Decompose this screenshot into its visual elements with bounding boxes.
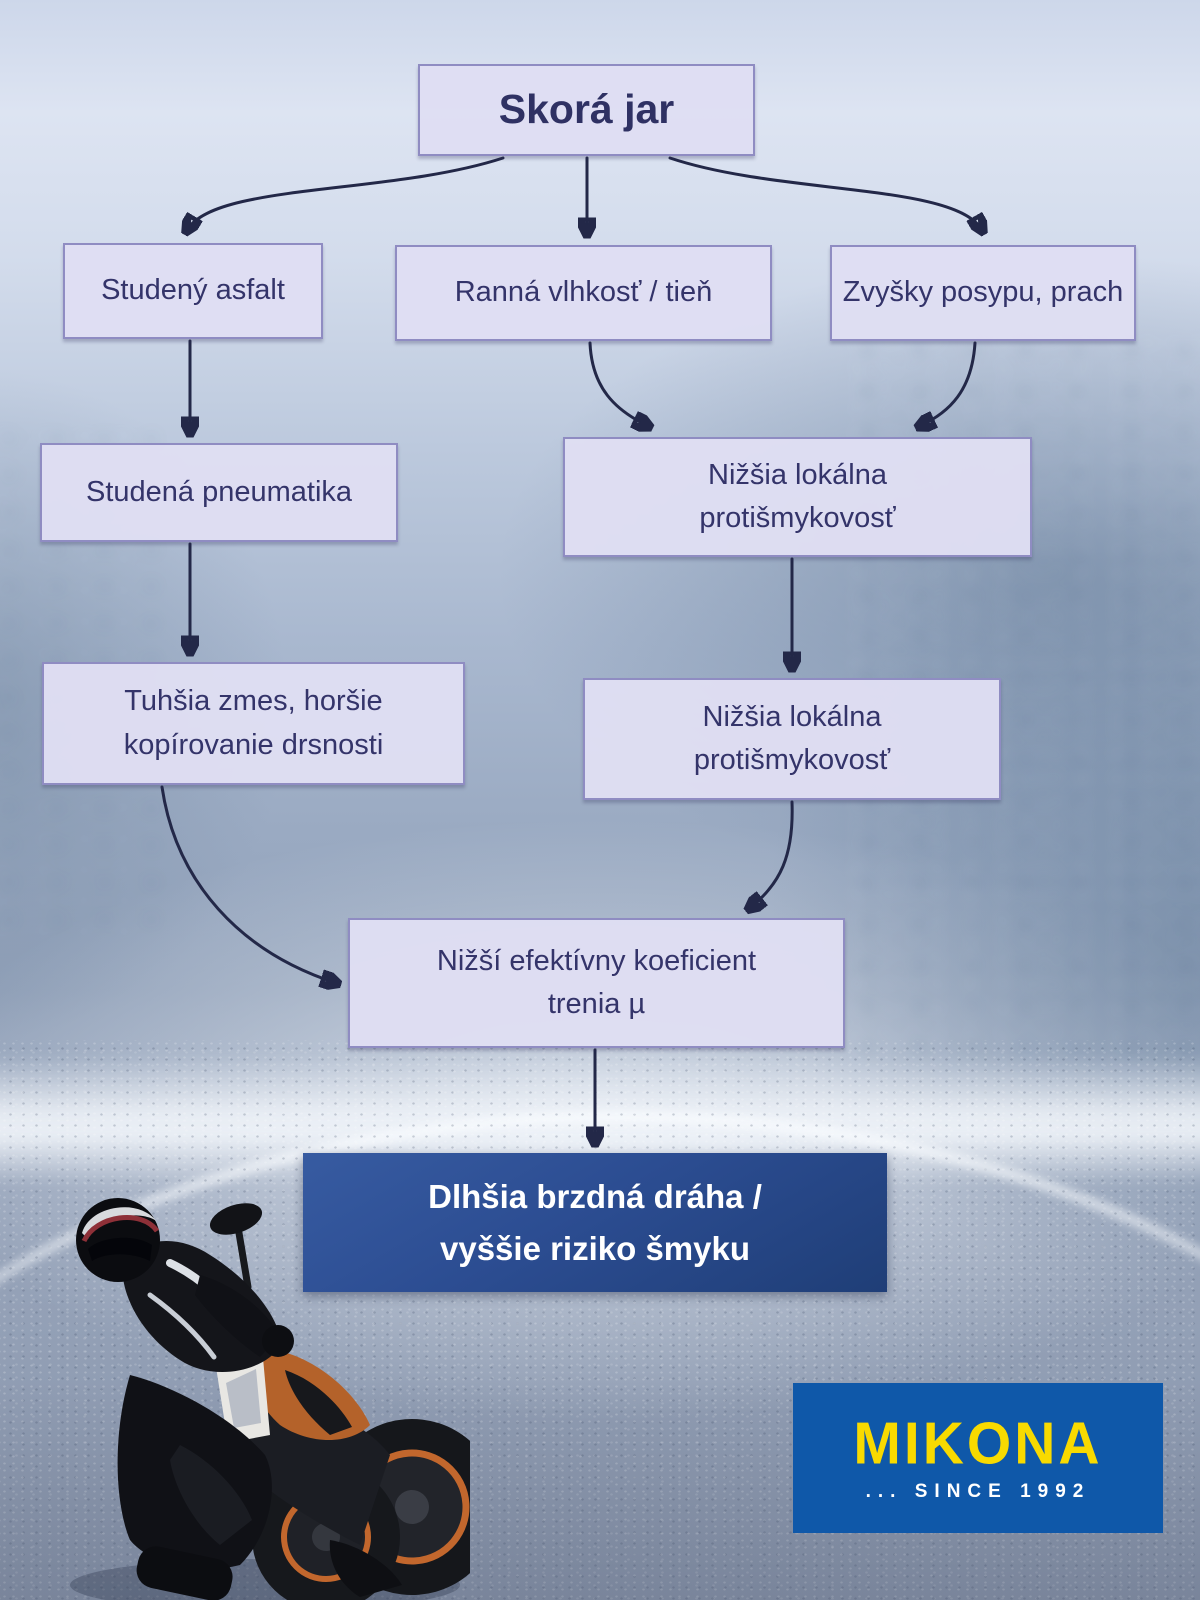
node-label-line1: Dlhšia brzdná dráha / — [428, 1178, 762, 1216]
node-cold-asphalt: Studený asfalt — [63, 243, 323, 339]
node-label-line2: vyššie riziko šmyku — [439, 1229, 751, 1267]
node-label: Skorá jar — [498, 86, 675, 133]
node-grit-dust: Zvyšky posypu, prach — [830, 245, 1136, 341]
node-label: Studená pneumatika — [85, 475, 353, 508]
node-morning-moisture: Ranná vlhkosť / tieň — [395, 245, 772, 341]
node-lower-friction-coefficient: Nižší efektívny koeficient trenia µ — [348, 918, 845, 1048]
node-cold-tire: Studená pneumatika — [40, 443, 398, 542]
motorcycle-rider-illustration — [70, 1198, 470, 1600]
node-label-line2: trenia µ — [547, 988, 646, 1020]
node-label: Zvyšky posypu, prach — [842, 276, 1124, 309]
node-early-spring: Skorá jar — [418, 64, 755, 156]
node-label-line2: protišmykovosť — [699, 502, 896, 534]
node-stiffer-compound: Tuhšia zmes, horšie kopírovanie drsnosti — [42, 662, 465, 785]
node-outcome-braking-distance: Dlhšia brzdná dráha / vyššie riziko šmyk… — [303, 1153, 887, 1292]
node-label: Studený asfalt — [101, 274, 285, 307]
node-label-line1: Nižšia lokálna — [708, 458, 887, 491]
node-label-line2: kopírovanie drsnosti — [123, 728, 384, 761]
mikona-logo-tagline: ... SINCE 1992 — [865, 1480, 1091, 1502]
node-label-line1: Nižší efektívny koeficient — [436, 944, 757, 977]
helmet-icon — [76, 1198, 160, 1282]
node-lower-local-grip-b: Nižšia lokálna protišmykovosť — [583, 678, 1001, 800]
background-road-edge-line — [0, 1112, 1200, 1600]
node-label-line1: Tuhšia zmes, horšie — [124, 685, 383, 717]
node-label-line2: protišmykovosť — [693, 744, 891, 776]
mikona-logo: MIKONA ... SINCE 1992 — [793, 1383, 1163, 1533]
mikona-logo-wordmark: MIKONA — [853, 1410, 1103, 1477]
node-label: Ranná vlhkosť / tieň — [454, 276, 713, 309]
node-lower-local-grip-a: Nižšia lokálna protišmykovosť — [563, 437, 1032, 557]
node-label-line1: Nižšia lokálna — [702, 700, 882, 733]
